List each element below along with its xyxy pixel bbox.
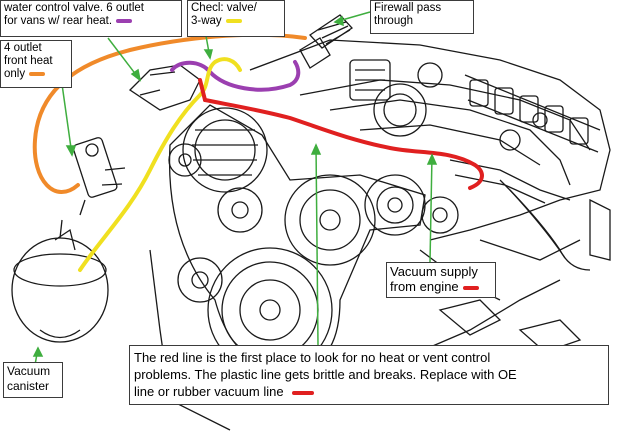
front-heat-line-2: front heat — [4, 55, 53, 67]
vacuum-supply-line-2: from engine — [390, 279, 492, 294]
red-line-note: The red line is the first place to look … — [129, 345, 609, 405]
red-line-vacuum-supply — [203, 98, 484, 190]
note-line-1: The red line is the first place to look … — [134, 350, 491, 365]
front-heat-line-1: 4 outlet — [4, 42, 42, 54]
note-line-3: line or rubber vacuum line — [134, 383, 604, 400]
firewall-line-2: through — [374, 15, 414, 27]
front-heat-line-3: only — [4, 68, 68, 81]
canister-line-1: Vacuum — [7, 364, 51, 378]
yellow-line-check-valve — [78, 57, 242, 272]
purple-swatch — [116, 18, 133, 23]
yellow-swatch — [225, 18, 242, 23]
purple-line-rear-heat — [170, 60, 301, 92]
red-swatch — [462, 285, 479, 290]
vacuum-canister — [11, 219, 109, 343]
firewall-label: Firewall pass through — [370, 0, 474, 34]
check-valve-line-1: Checl: valve/ — [191, 2, 257, 14]
fuel-rail — [464, 74, 601, 153]
check-valve-line-2: 3-way — [191, 15, 281, 28]
note-line-2: problems. The plastic line gets brittle … — [134, 367, 517, 382]
alternator — [168, 107, 268, 193]
vacuum-supply-line-1: Vacuum supply — [390, 264, 478, 279]
water-valve-line-1: water control valve. 6 outlet — [4, 2, 144, 14]
red-swatch-note — [291, 390, 314, 395]
firewall-pass-through — [299, 14, 353, 69]
canister-line-2: canister — [7, 379, 50, 393]
water-valve-line-2: for vans w/ rear heat. — [4, 15, 178, 28]
vacuum-lines — [32, 32, 484, 272]
water-control-valve — [72, 137, 126, 216]
throttle-body — [349, 59, 548, 151]
water-control-valve-label: water control valve. 6 outlet for vans w… — [0, 0, 182, 37]
vacuum-canister-label: Vacuum canister — [3, 362, 63, 398]
vacuum-supply-label: Vacuum supply from engine — [386, 262, 496, 298]
orange-swatch — [29, 71, 46, 76]
check-valve-label: Checl: valve/ 3-way — [187, 0, 285, 37]
firewall-line-1: Firewall pass — [374, 2, 442, 14]
pulleys — [177, 174, 459, 373]
front-heat-label: 4 outlet front heat only — [0, 40, 72, 88]
